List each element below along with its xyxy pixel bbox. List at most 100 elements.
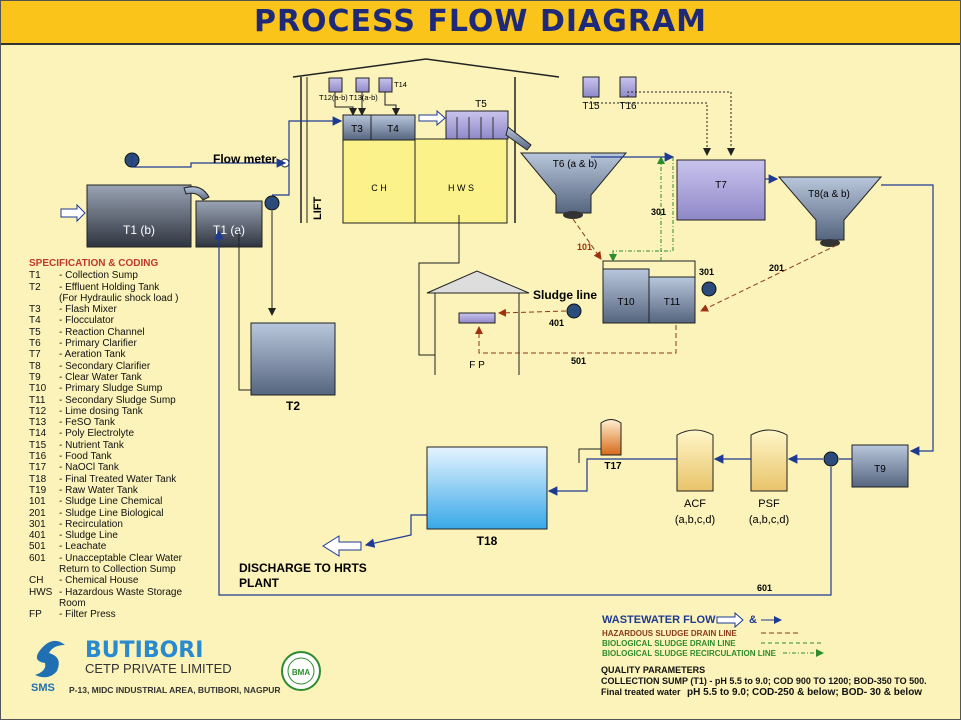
t7-aeration-tank: T7	[676, 159, 766, 221]
psf-sub-label: (a,b,c,d)	[749, 514, 789, 526]
spec-code: T15	[29, 439, 47, 451]
spec-code: T4	[29, 315, 41, 327]
spec-code: T7	[29, 349, 41, 361]
spec-row: T19- Raw Water Tank	[29, 485, 269, 496]
t16-label: T16	[619, 101, 637, 112]
discharge-arrow: DISCHARGE TO HRTS PLANT	[239, 535, 367, 590]
spec-row: CH- Chemical House	[29, 575, 269, 586]
spec-code: T9	[29, 371, 41, 383]
spec-row: T7- Aeration Tank	[29, 349, 269, 360]
t13-label: T13(a-b)	[349, 93, 378, 102]
spec-code: 401	[29, 530, 46, 542]
spec-desc: - Clear Water Tank	[59, 371, 142, 383]
spec-desc: (For Hydraulic shock load )	[59, 292, 179, 304]
spec-code: 201	[29, 507, 46, 519]
lift-label: LIFT	[312, 197, 324, 220]
t15-label: T15	[582, 101, 600, 112]
spec-code: T19	[29, 484, 47, 496]
spec-code: HWS	[29, 586, 53, 598]
process-diagram: C H H W S LIFT T12(a-b) T13(a-b) T14 T3 …	[60, 58, 934, 658]
spec-desc: - Poly Electrolyte	[59, 428, 135, 440]
legend-biological: BIOLOGICAL SLUDGE DRAIN LINE	[602, 639, 736, 648]
acf-sub-label: (a,b,c,d)	[675, 514, 715, 526]
ch-label: C H	[371, 183, 387, 193]
spec-desc: - Leachate	[59, 541, 107, 553]
t8-label: T8(a & b)	[808, 189, 850, 200]
spec-code: T13	[29, 417, 47, 429]
t17-label: T17	[604, 461, 622, 472]
spec-code: T10	[29, 383, 47, 395]
spec-row: T1- Collection Sump	[29, 270, 269, 281]
line-labels: Flow meter Sludge line 101 201 301 301 4…	[213, 152, 784, 593]
spec-row: Room	[29, 598, 269, 609]
spec-row: T11- Secondary Sludge Sump	[29, 395, 269, 406]
spec-row: T14- Poly Electrolyte	[29, 428, 269, 439]
company-address: P-13, MIDC INDUSTRIAL AREA, BUTIBORI, NA…	[69, 685, 281, 695]
sms-label: SMS	[31, 682, 55, 694]
spec-desc: - Reaction Channel	[59, 326, 145, 338]
t2-label: T2	[286, 399, 300, 413]
spec-code: FP	[29, 609, 42, 621]
t6-primary-clarifier: T6 (a & b)	[519, 152, 628, 219]
spec-row: HWS - Hazardous Waste Storage	[29, 587, 269, 598]
legend-amp: &	[749, 614, 757, 626]
title-bar: PROCESS FLOW DIAGRAM	[1, 1, 960, 45]
spec-code: T18	[29, 473, 47, 485]
spec-desc: - Secondary Clarifier	[59, 360, 151, 372]
spec-desc: - Chemical House	[59, 575, 139, 587]
spec-row: 101- Sludge Line Chemical	[29, 496, 269, 507]
spec-code	[29, 293, 59, 304]
fp-label: F P	[469, 360, 485, 371]
spec-code: T3	[29, 304, 41, 316]
spec-desc: - Hazardous Waste Storage	[59, 586, 183, 598]
spec-row: T2- Effluent Holding Tank	[29, 282, 269, 293]
legend-hazardous: HAZARDOUS SLUDGE DRAIN LINE	[602, 629, 737, 638]
spec-row: T4- Flocculator	[29, 315, 269, 326]
spec-row: T10- Primary Sludge Sump	[29, 383, 269, 394]
logo-icon: SMS BUTIBORI CETP PRIVATE LIMITED P-13, …	[31, 638, 321, 695]
spec-code: 101	[29, 496, 46, 508]
quality-line-2-b: pH 5.5 to 9.0; COD-250 & below; BOD- 30 …	[687, 687, 923, 698]
sludge-sumps: T10 T11	[602, 260, 696, 324]
spec-row: Return to Collection Sump	[29, 564, 269, 575]
spec-row: 301- Recirculation	[29, 519, 269, 530]
line-401-label: 401	[549, 318, 564, 328]
nutrient-food-tanks: T15 T16	[582, 76, 735, 156]
spec-row: T15 - Nutrient Tank	[29, 440, 269, 451]
t1b-label: T1 (b)	[123, 223, 155, 237]
legend-symbols: WASTEWATER FLOW & HAZARDOUS SLUDGE DRAIN…	[602, 611, 824, 658]
t14-label: T14	[394, 80, 407, 89]
t18-final-treated-water-tank: T18	[426, 446, 548, 548]
specification-list: SPECIFICATION & CODING T1- Collection Su…	[29, 258, 269, 621]
spec-desc: - Nutrient Tank	[59, 439, 124, 451]
legend-wastewater: WASTEWATER FLOW	[602, 614, 716, 626]
pump-icon	[701, 281, 717, 297]
line-301b-label: 301	[699, 267, 714, 277]
spec-code: T16	[29, 451, 47, 463]
pump-icon	[264, 195, 280, 211]
spec-row: T18- Final Treated Water Tank	[29, 474, 269, 485]
psf-label: PSF	[758, 498, 780, 510]
quality-line-2-a: Final treated water	[601, 687, 681, 697]
pump-icon	[566, 303, 582, 319]
spec-code: T17	[29, 462, 47, 474]
spec-row: (For Hydraulic shock load )	[29, 293, 269, 304]
t10-label: T10	[617, 297, 635, 308]
spec-row: T8- Secondary Clarifier	[29, 361, 269, 372]
t9-label: T9	[874, 464, 886, 475]
spec-row: T13- FeSO Tank	[29, 417, 269, 428]
spec-row: T3- Flash Mixer	[29, 304, 269, 315]
t3-t4-tanks: T3 T4	[342, 109, 446, 141]
spec-row: T12- Lime dosing Tank	[29, 406, 269, 417]
spec-code: T5	[29, 326, 41, 338]
spec-desc: - Collection Sump	[59, 270, 138, 282]
line-201-label: 201	[769, 263, 784, 273]
t8-secondary-clarifier: T8(a & b)	[777, 176, 883, 247]
t6-label: T6 (a & b)	[553, 159, 597, 170]
t3-label: T3	[351, 124, 363, 135]
t9-clear-water-tank: T9	[851, 444, 909, 488]
company-name: BUTIBORI	[85, 638, 203, 663]
spec-row: T6- Primary Clarifier	[29, 338, 269, 349]
